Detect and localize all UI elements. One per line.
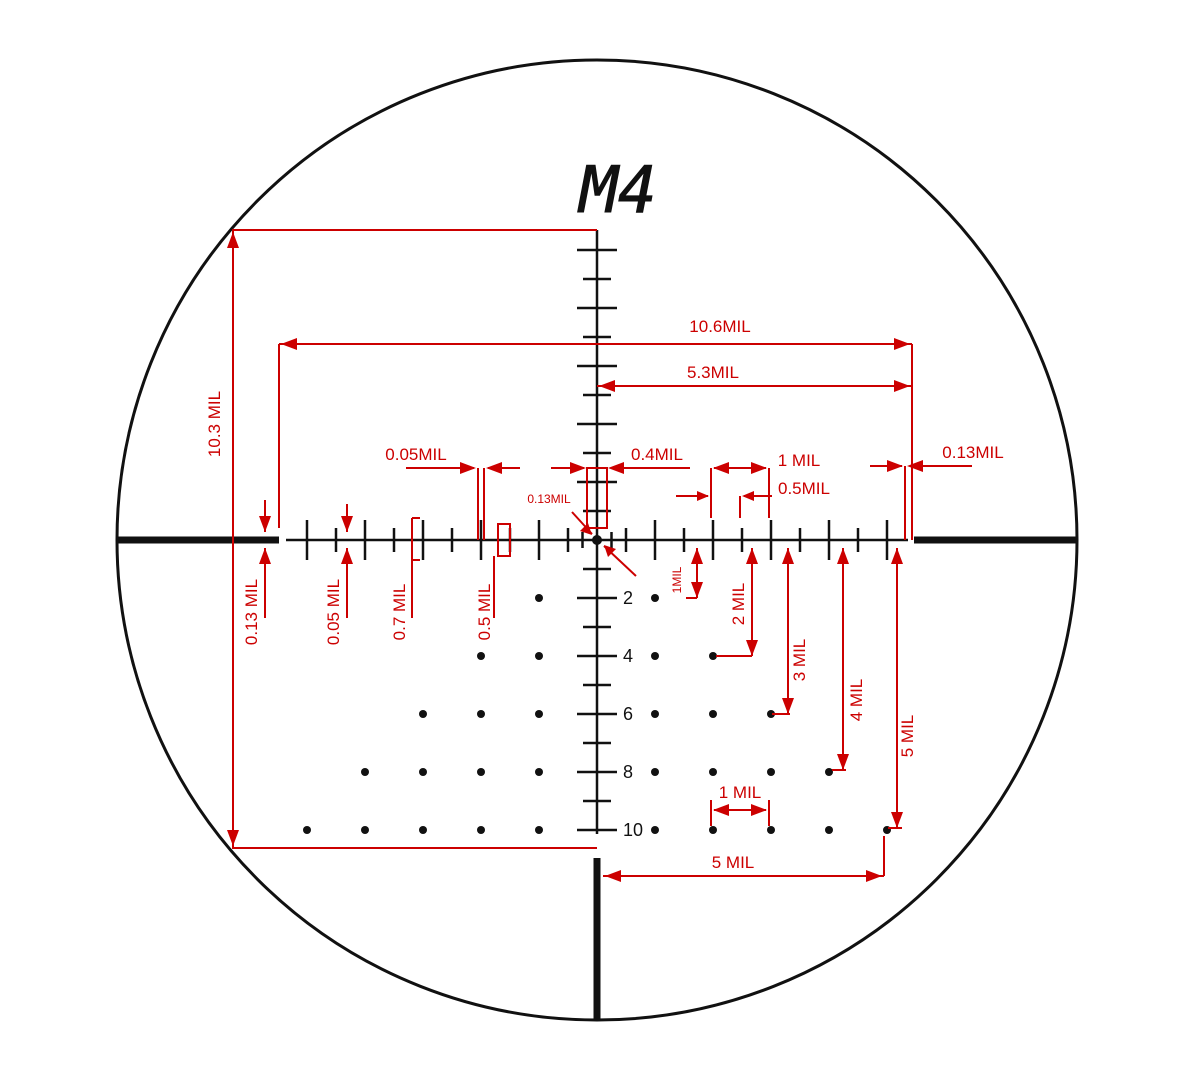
label-thick-bar-height: 0.13 MIL bbox=[242, 579, 261, 645]
label-right-thick-gap: 0.13MIL bbox=[942, 443, 1003, 462]
label-drop-5: 5 MIL bbox=[898, 715, 917, 758]
holdover-dot bbox=[709, 652, 717, 660]
holdover-dot bbox=[535, 710, 543, 718]
holdover-dot bbox=[651, 594, 659, 602]
holdover-dot bbox=[535, 594, 543, 602]
label-tick-line-width: 0.05 MIL bbox=[324, 579, 343, 645]
label-line-width-left: 0.05MIL bbox=[385, 445, 446, 464]
label-drop-1: 1MIL bbox=[670, 566, 684, 593]
elevation-numbers: 2 4 6 8 10 bbox=[623, 588, 643, 840]
thick-posts bbox=[117, 536, 1076, 1020]
label-dot-size: 0.13MIL bbox=[527, 492, 571, 506]
elevation-number: 6 bbox=[623, 704, 633, 724]
holdover-dot bbox=[419, 710, 427, 718]
holdover-dot bbox=[419, 768, 427, 776]
center-dot bbox=[592, 535, 602, 545]
holdover-dot bbox=[709, 826, 717, 834]
holdover-dot bbox=[709, 710, 717, 718]
label-one-mil-top: 1 MIL bbox=[778, 451, 821, 470]
holdover-dot bbox=[767, 710, 775, 718]
holdover-dot bbox=[535, 826, 543, 834]
label-wind-width: 5 MIL bbox=[712, 853, 755, 872]
holdover-dot bbox=[477, 768, 485, 776]
holdover-dot bbox=[651, 826, 659, 834]
holdover-dot bbox=[477, 710, 485, 718]
label-major-tick: 0.7 MIL bbox=[390, 584, 409, 641]
holdover-dot bbox=[651, 710, 659, 718]
holdover-dot bbox=[477, 826, 485, 834]
label-total-height: 10.3 MIL bbox=[205, 391, 224, 457]
label-half-width: 5.3MIL bbox=[687, 363, 739, 382]
holdover-dot bbox=[361, 768, 369, 776]
label-center-gap: 0.4MIL bbox=[631, 445, 683, 464]
dimension-lines bbox=[232, 229, 972, 877]
holdover-dot bbox=[303, 826, 311, 834]
holdover-dot bbox=[477, 652, 485, 660]
arrowheads bbox=[227, 232, 923, 882]
holdover-dot bbox=[535, 768, 543, 776]
elevation-number: 4 bbox=[623, 646, 633, 666]
holdover-dot bbox=[651, 768, 659, 776]
label-dot-spacing: 1 MIL bbox=[719, 783, 762, 802]
holdover-dots bbox=[303, 594, 891, 834]
label-half-mil-top: 0.5MIL bbox=[778, 479, 830, 498]
elevation-number: 10 bbox=[623, 820, 643, 840]
label-minor-tick: 0.5 MIL bbox=[475, 584, 494, 641]
vertical-ticks bbox=[577, 248, 617, 832]
reticle-name: M4 bbox=[577, 154, 656, 228]
label-total-width: 10.6MIL bbox=[689, 317, 750, 336]
holdover-dot bbox=[535, 652, 543, 660]
holdover-dot bbox=[767, 826, 775, 834]
elevation-number: 8 bbox=[623, 762, 633, 782]
holdover-dot bbox=[651, 652, 659, 660]
label-drop-2: 2 MIL bbox=[729, 583, 748, 626]
holdover-dot bbox=[825, 768, 833, 776]
elevation-number: 2 bbox=[623, 588, 633, 608]
holdover-dot bbox=[767, 768, 775, 776]
holdover-dot bbox=[419, 826, 427, 834]
label-drop-4: 4 MIL bbox=[847, 679, 866, 722]
holdover-dot bbox=[709, 768, 717, 776]
label-drop-3: 3 MIL bbox=[790, 639, 809, 682]
holdover-dot bbox=[825, 826, 833, 834]
holdover-dot bbox=[361, 826, 369, 834]
